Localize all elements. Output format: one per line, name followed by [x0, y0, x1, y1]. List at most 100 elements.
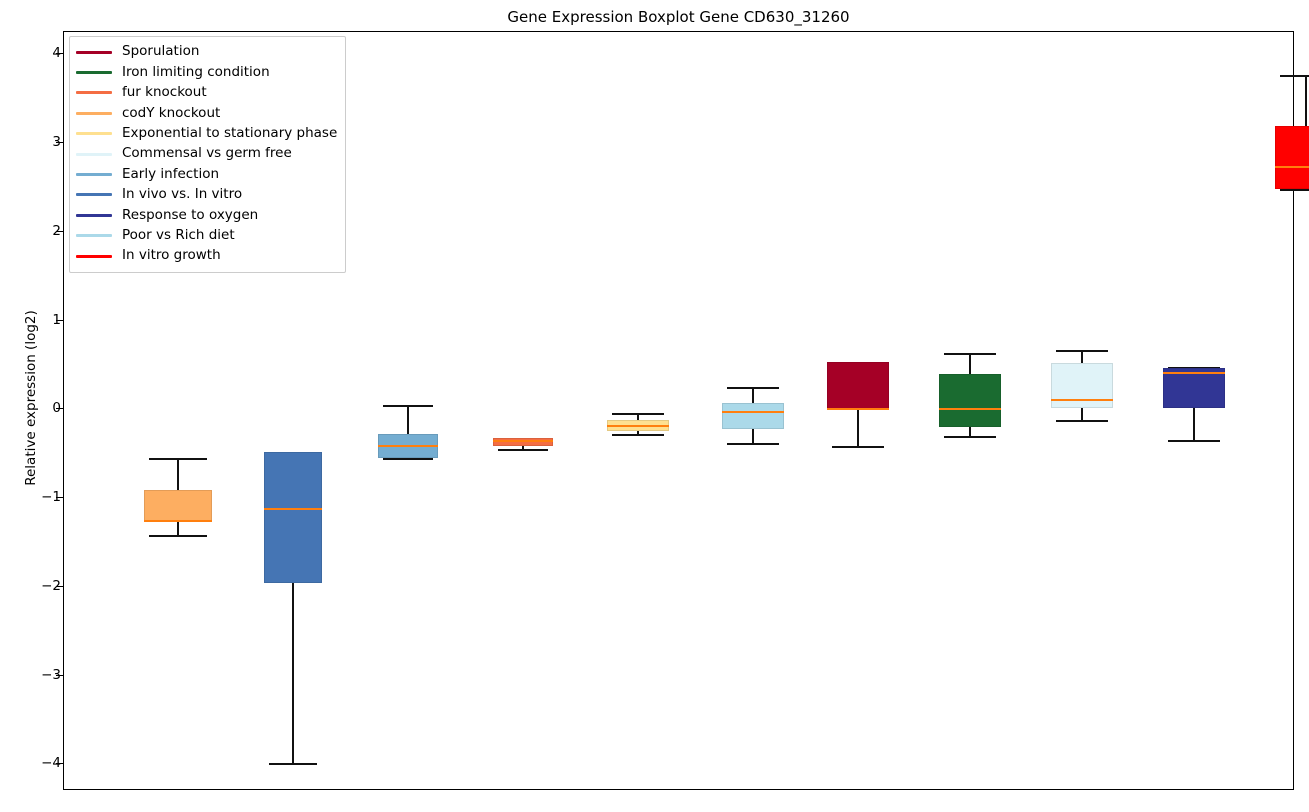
boxplot-group[interactable] [64, 32, 1293, 789]
whisker-cap-lower [726, 443, 780, 445]
whisker-cap-upper [943, 353, 997, 356]
box-rect[interactable] [722, 403, 784, 429]
whisker-cap-lower [149, 535, 207, 538]
legend-item-label: Response to oxygen [122, 206, 259, 223]
whisker-cap-lower [1279, 189, 1309, 192]
whisker-lower [177, 522, 179, 536]
whisker-cap-upper [1279, 75, 1309, 78]
whisker-cap-lower [611, 434, 665, 437]
legend-item-label: Iron limiting condition [122, 63, 270, 80]
whisker-lower [522, 445, 524, 450]
legend-item[interactable]: Commensal vs germ free [76, 144, 337, 164]
legend-item[interactable]: Response to oxygen [76, 205, 337, 225]
legend-color-swatch [76, 193, 112, 197]
boxplot-group[interactable] [64, 32, 1293, 789]
boxplot-group[interactable] [64, 32, 1293, 789]
legend-item[interactable]: Early infection [76, 164, 337, 184]
legend-item[interactable]: codY knockout [76, 103, 337, 123]
whisker-cap-lower [1167, 440, 1221, 443]
boxplot-group[interactable] [64, 32, 1293, 789]
whisker-cap-upper [149, 458, 207, 461]
y-tick-label: −3 [41, 666, 61, 683]
whisker-cap-lower [497, 449, 549, 452]
y-tick-mark [56, 142, 63, 143]
legend-color-swatch [76, 50, 112, 54]
legend-item-label: Exponential to stationary phase [122, 125, 338, 141]
whisker-upper [637, 412, 639, 420]
median-line [939, 408, 1001, 411]
legend-color-swatch [76, 213, 112, 217]
legend-color-swatch [76, 254, 112, 258]
legend-item-label: In vitro growth [122, 247, 221, 264]
boxplot-group[interactable] [64, 32, 1309, 789]
legend-color-swatch [76, 91, 112, 95]
legend-item[interactable]: Iron limiting condition [76, 62, 337, 82]
whisker-cap-upper [1167, 366, 1221, 369]
legend-color-swatch [76, 173, 112, 177]
boxplot-group[interactable] [64, 32, 1293, 789]
median-line [264, 507, 322, 510]
y-tick-label: 1 [21, 312, 61, 328]
median-line [493, 440, 553, 443]
whisker-lower [637, 430, 639, 435]
legend-item-label: Poor vs Rich diet [122, 226, 235, 243]
y-tick-label: 3 [52, 133, 61, 150]
legend-item-label: In vivo vs. In vitro [122, 186, 243, 203]
whisker-cap-lower [268, 762, 318, 765]
plot-area [64, 32, 1309, 789]
legend-color-swatch [76, 132, 112, 136]
legend-item[interactable]: fur knockout [76, 83, 337, 103]
legend-item[interactable]: In vitro growth [76, 246, 337, 266]
y-tick-mark [56, 53, 63, 54]
legend-color-swatch [76, 71, 112, 75]
whisker-lower [1193, 408, 1195, 441]
y-tick-mark [56, 763, 63, 764]
boxplot-group[interactable] [64, 32, 1293, 789]
median-line [378, 444, 438, 447]
whisker-cap-lower [1055, 419, 1109, 422]
y-tick-mark [56, 320, 63, 321]
legend-item[interactable]: Poor vs Rich diet [76, 226, 337, 246]
y-tick-mark [56, 408, 63, 409]
box-rect[interactable] [1051, 363, 1113, 409]
whisker-upper [752, 387, 754, 404]
median-line [1163, 371, 1225, 374]
median-line [1275, 165, 1309, 168]
whisker-cap-lower [382, 458, 434, 461]
legend-item-label: codY knockout [122, 104, 221, 121]
legend-item-label: Commensal vs germ free [122, 145, 292, 162]
y-tick-label: −4 [41, 755, 61, 772]
box-rect[interactable] [1275, 126, 1309, 190]
whisker-cap-lower [943, 435, 997, 438]
box-rect[interactable] [939, 373, 1001, 428]
median-line [607, 425, 669, 428]
boxplot-group[interactable] [64, 32, 1293, 789]
boxplot-group[interactable] [64, 32, 1293, 789]
whisker-upper [1081, 349, 1083, 364]
whisker-lower [292, 583, 294, 763]
legend-item[interactable]: Sporulation [76, 42, 337, 62]
legend-item[interactable]: In vivo vs. In vitro [76, 185, 337, 205]
whisker-upper [969, 353, 971, 374]
median-line [144, 520, 212, 523]
whisker-lower [857, 410, 859, 446]
legend-item[interactable]: Exponential to stationary phase [76, 124, 337, 144]
whisker-cap-upper [611, 412, 665, 415]
y-tick-label: 4 [21, 45, 61, 61]
median-line [827, 408, 889, 411]
legend-item-label: fur knockout [122, 84, 207, 101]
whisker-lower [1081, 408, 1083, 420]
whisker-cap-upper [726, 387, 780, 390]
y-tick-label: 0 [21, 400, 61, 416]
boxplot-group[interactable] [64, 32, 1293, 789]
whisker-cap-upper [1055, 349, 1109, 352]
box-rect[interactable] [1163, 368, 1225, 409]
y-tick-mark [56, 497, 63, 498]
chart-title: Gene Expression Boxplot Gene CD630_31260 [507, 8, 850, 26]
boxplot-group[interactable] [64, 32, 1293, 789]
box-rect[interactable] [264, 451, 322, 584]
whisker-lower [969, 427, 971, 436]
y-tick-label: −1 [41, 489, 61, 506]
